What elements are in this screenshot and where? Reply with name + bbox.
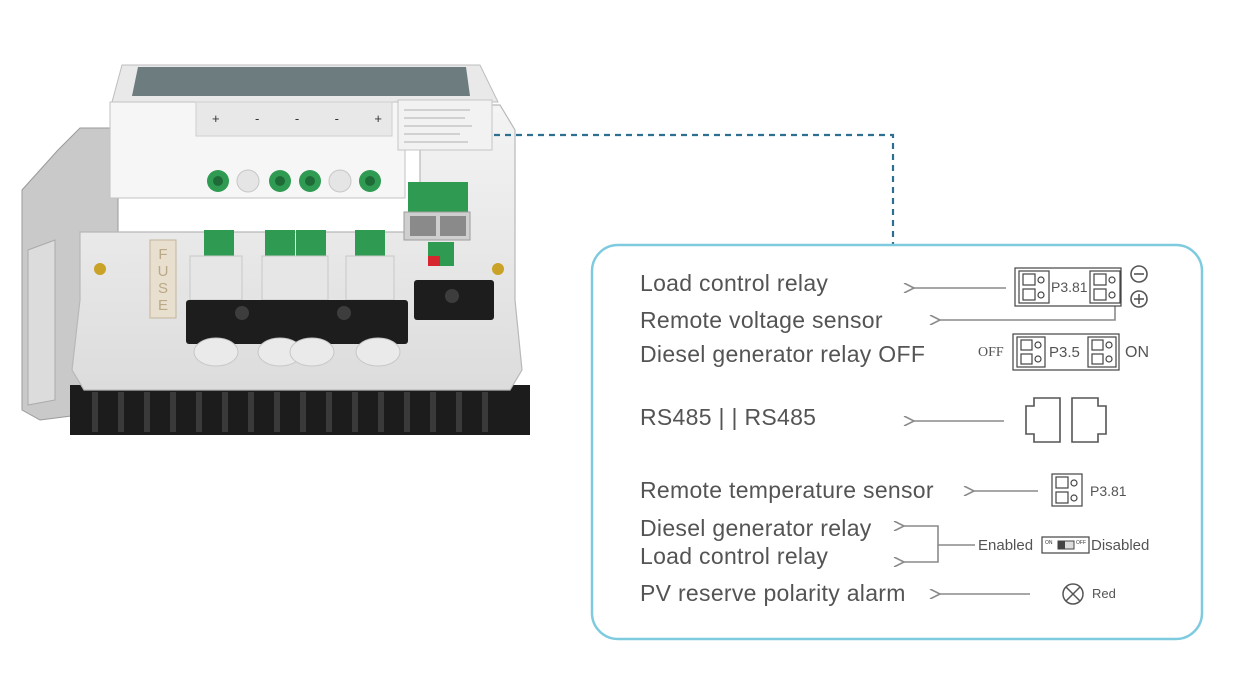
rj45-port-icon <box>1071 397 1107 443</box>
connector-label-p35: P3.5 <box>1049 344 1080 361</box>
dip-switch-icon <box>1041 536 1090 554</box>
connector-label-off: OFF <box>978 345 1004 360</box>
terminal-marks: + - - - + <box>212 111 382 129</box>
terminal-mark: - <box>294 111 300 126</box>
label-remote-temperature-sensor: Remote temperature sensor <box>640 477 934 503</box>
terminal-mark: - <box>255 111 260 126</box>
label-remote-voltage-sensor: Remote voltage sensor <box>640 307 883 333</box>
label-load-control-relay-2: Load control relay <box>640 543 829 569</box>
label-pv-reserve-polarity-alarm: PV reserve polarity alarm <box>640 580 906 606</box>
switch-mark-off: OFF <box>1076 540 1086 546</box>
label-load-control-relay: Load control relay <box>640 270 829 296</box>
arrow-diesel-generator-relay <box>904 526 975 546</box>
charge-controller-illustration <box>21 64 530 435</box>
connector-label-p381-temp: P3.81 <box>1090 483 1127 499</box>
rj45-port-icon <box>1025 397 1061 443</box>
alarm-color-label: Red <box>1092 586 1116 601</box>
switch-mark-on: ON <box>1045 540 1053 546</box>
arrow-remote-voltage-sensor <box>940 306 1116 320</box>
terminal-screws <box>207 169 381 193</box>
heatsink <box>70 385 530 435</box>
dashed-leader-line <box>494 133 895 245</box>
connector-label-p381: P3.81 <box>1051 279 1088 295</box>
connector-label-on: ON <box>1125 344 1149 361</box>
arrow-load-control-relay-2 <box>904 545 939 562</box>
connector-p381-temp <box>1051 473 1083 507</box>
terminal-mark: + <box>212 111 220 126</box>
label-rs485: RS485 | | RS485 <box>640 404 817 430</box>
terminal-mark: + <box>374 111 382 126</box>
plus-icon <box>1130 290 1148 308</box>
label-diesel-generator-relay-off: Diesel generator relay OFF <box>640 341 926 367</box>
connector-p35-diesel <box>1012 333 1120 371</box>
fuse-label: FUSE <box>157 246 169 314</box>
minus-icon <box>1130 265 1148 283</box>
connector-p381-load <box>1014 267 1122 307</box>
switch-label-disabled: Disabled <box>1091 537 1150 554</box>
led-alarm-icon <box>1062 583 1084 605</box>
terminal-mark: - <box>334 111 339 126</box>
label-diesel-generator-relay: Diesel generator relay <box>640 515 872 541</box>
switch-label-enabled: Enabled <box>978 537 1034 554</box>
